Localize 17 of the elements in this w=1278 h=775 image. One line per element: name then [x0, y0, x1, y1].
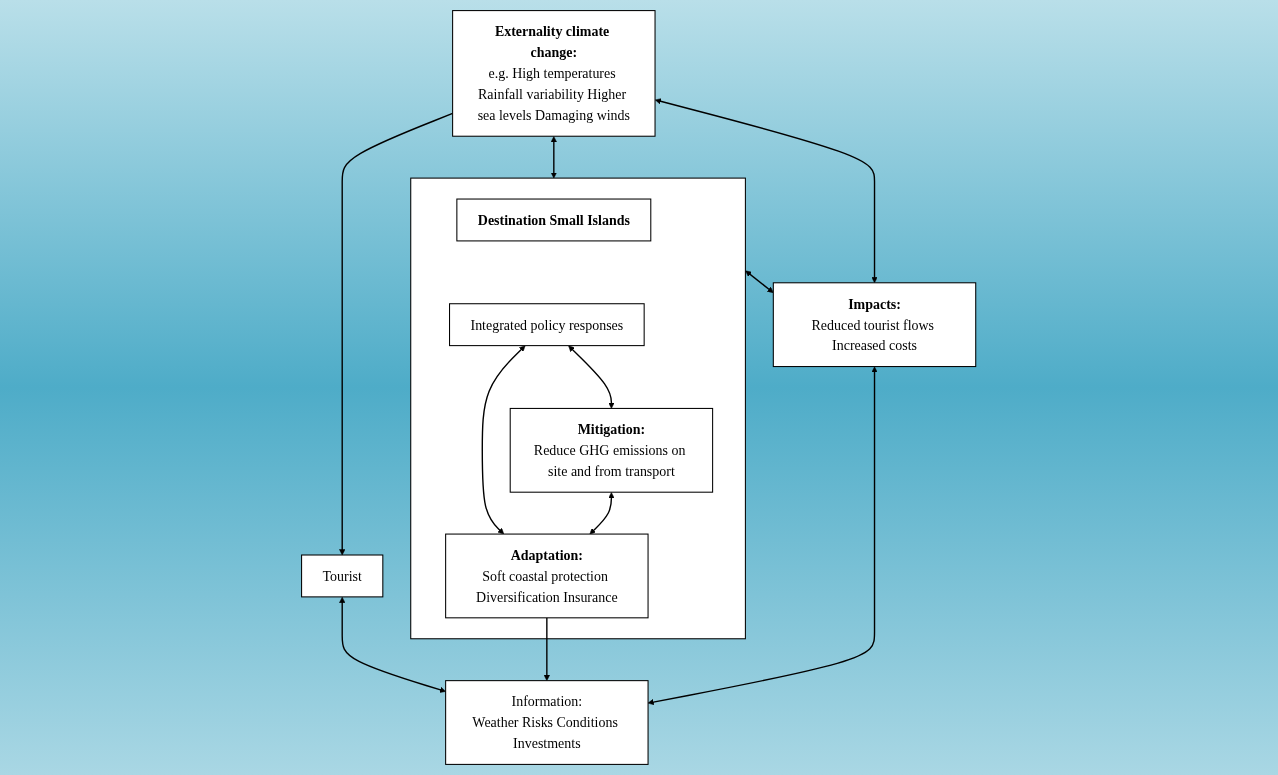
arrow	[551, 136, 558, 179]
arrow	[544, 617, 551, 681]
arrow	[648, 366, 878, 706]
arrow	[745, 270, 774, 293]
node-box: Impacts: Reduced tourist flows Increased costs	[773, 282, 977, 368]
arrow	[655, 98, 878, 284]
node-box: Adaptation: Soft coastal protection Diversification Insurance	[445, 533, 649, 619]
arrow	[481, 345, 526, 535]
cluster	[410, 177, 747, 640]
node-box: Tourist	[301, 554, 384, 598]
node-box: Information: Weather Risks Conditions Investments	[445, 680, 649, 765]
node-box: Externality climate change: e.g. High temperatures Rainfall variability Higher sea levels Damaging winds	[452, 10, 656, 137]
node-box: Mitigation: Reduce GHG emissions on site and from transport	[510, 407, 714, 493]
arrow	[568, 345, 615, 409]
node-box: Integrated policy responses	[449, 303, 646, 347]
node-box: Destination Small Islands	[456, 198, 652, 242]
arrow	[589, 492, 615, 535]
